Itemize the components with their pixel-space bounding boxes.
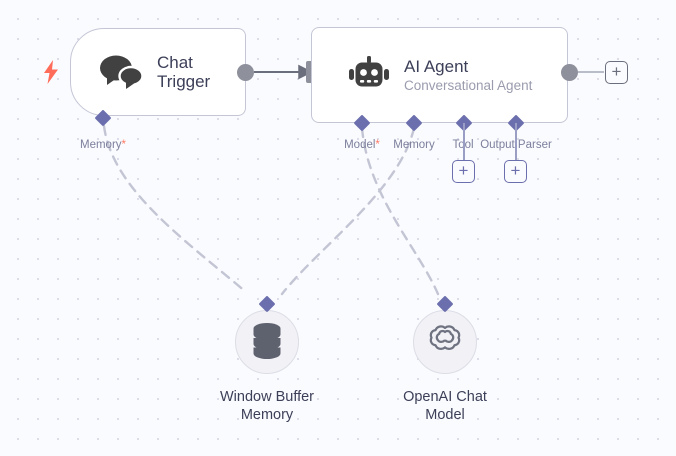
port-label-ai-agent-model: Model*: [344, 139, 380, 151]
chat-bubbles-icon: [97, 52, 145, 92]
port-label-ai-agent-memory: Memory: [393, 139, 435, 151]
robot-icon: [348, 55, 390, 95]
port-label-chat-trigger-memory: Memory*: [80, 139, 126, 151]
add-node-button-tool[interactable]: +: [452, 160, 475, 183]
port-label-text: Model: [344, 139, 376, 151]
openai-logo-icon: [427, 322, 463, 363]
port-label-text: Memory: [79, 139, 122, 151]
output-port-chat-trigger[interactable]: [237, 64, 254, 81]
node-title-ai-agent: AI Agent: [404, 56, 469, 76]
node-subtitle-ai-agent: Conversational Agent: [404, 77, 533, 93]
node-openai-chat-model[interactable]: [413, 310, 477, 374]
edge-chattrigger-memory-to-windowbuffer: [102, 124, 248, 294]
edge-aiagent-memory-to-windowbuffer: [280, 126, 416, 296]
node-title-chat-trigger: Chat Trigger: [157, 52, 211, 91]
edge-aiagent-model-to-openai: [360, 126, 440, 296]
output-port-ai-agent[interactable]: [561, 64, 578, 81]
node-ai-agent[interactable]: AI Agent Conversational Agent: [311, 27, 568, 123]
connector-stem-output-parser: [515, 123, 518, 160]
required-marker: *: [375, 139, 380, 151]
add-node-button-main-output[interactable]: +: [605, 61, 628, 84]
add-node-button-output-parser[interactable]: +: [504, 160, 527, 183]
node-label-openai-chat-model: OpenAI Chat Model: [403, 389, 487, 424]
node-chat-trigger[interactable]: Chat Trigger: [70, 28, 246, 116]
connector-stem-tool: [463, 123, 466, 160]
node-window-buffer-memory[interactable]: [235, 310, 299, 374]
required-marker: *: [121, 139, 127, 151]
node-label-window-buffer-memory: Window Buffer Memory: [219, 389, 315, 424]
database-icon: [250, 321, 284, 364]
lightning-bolt-icon: [43, 60, 59, 88]
